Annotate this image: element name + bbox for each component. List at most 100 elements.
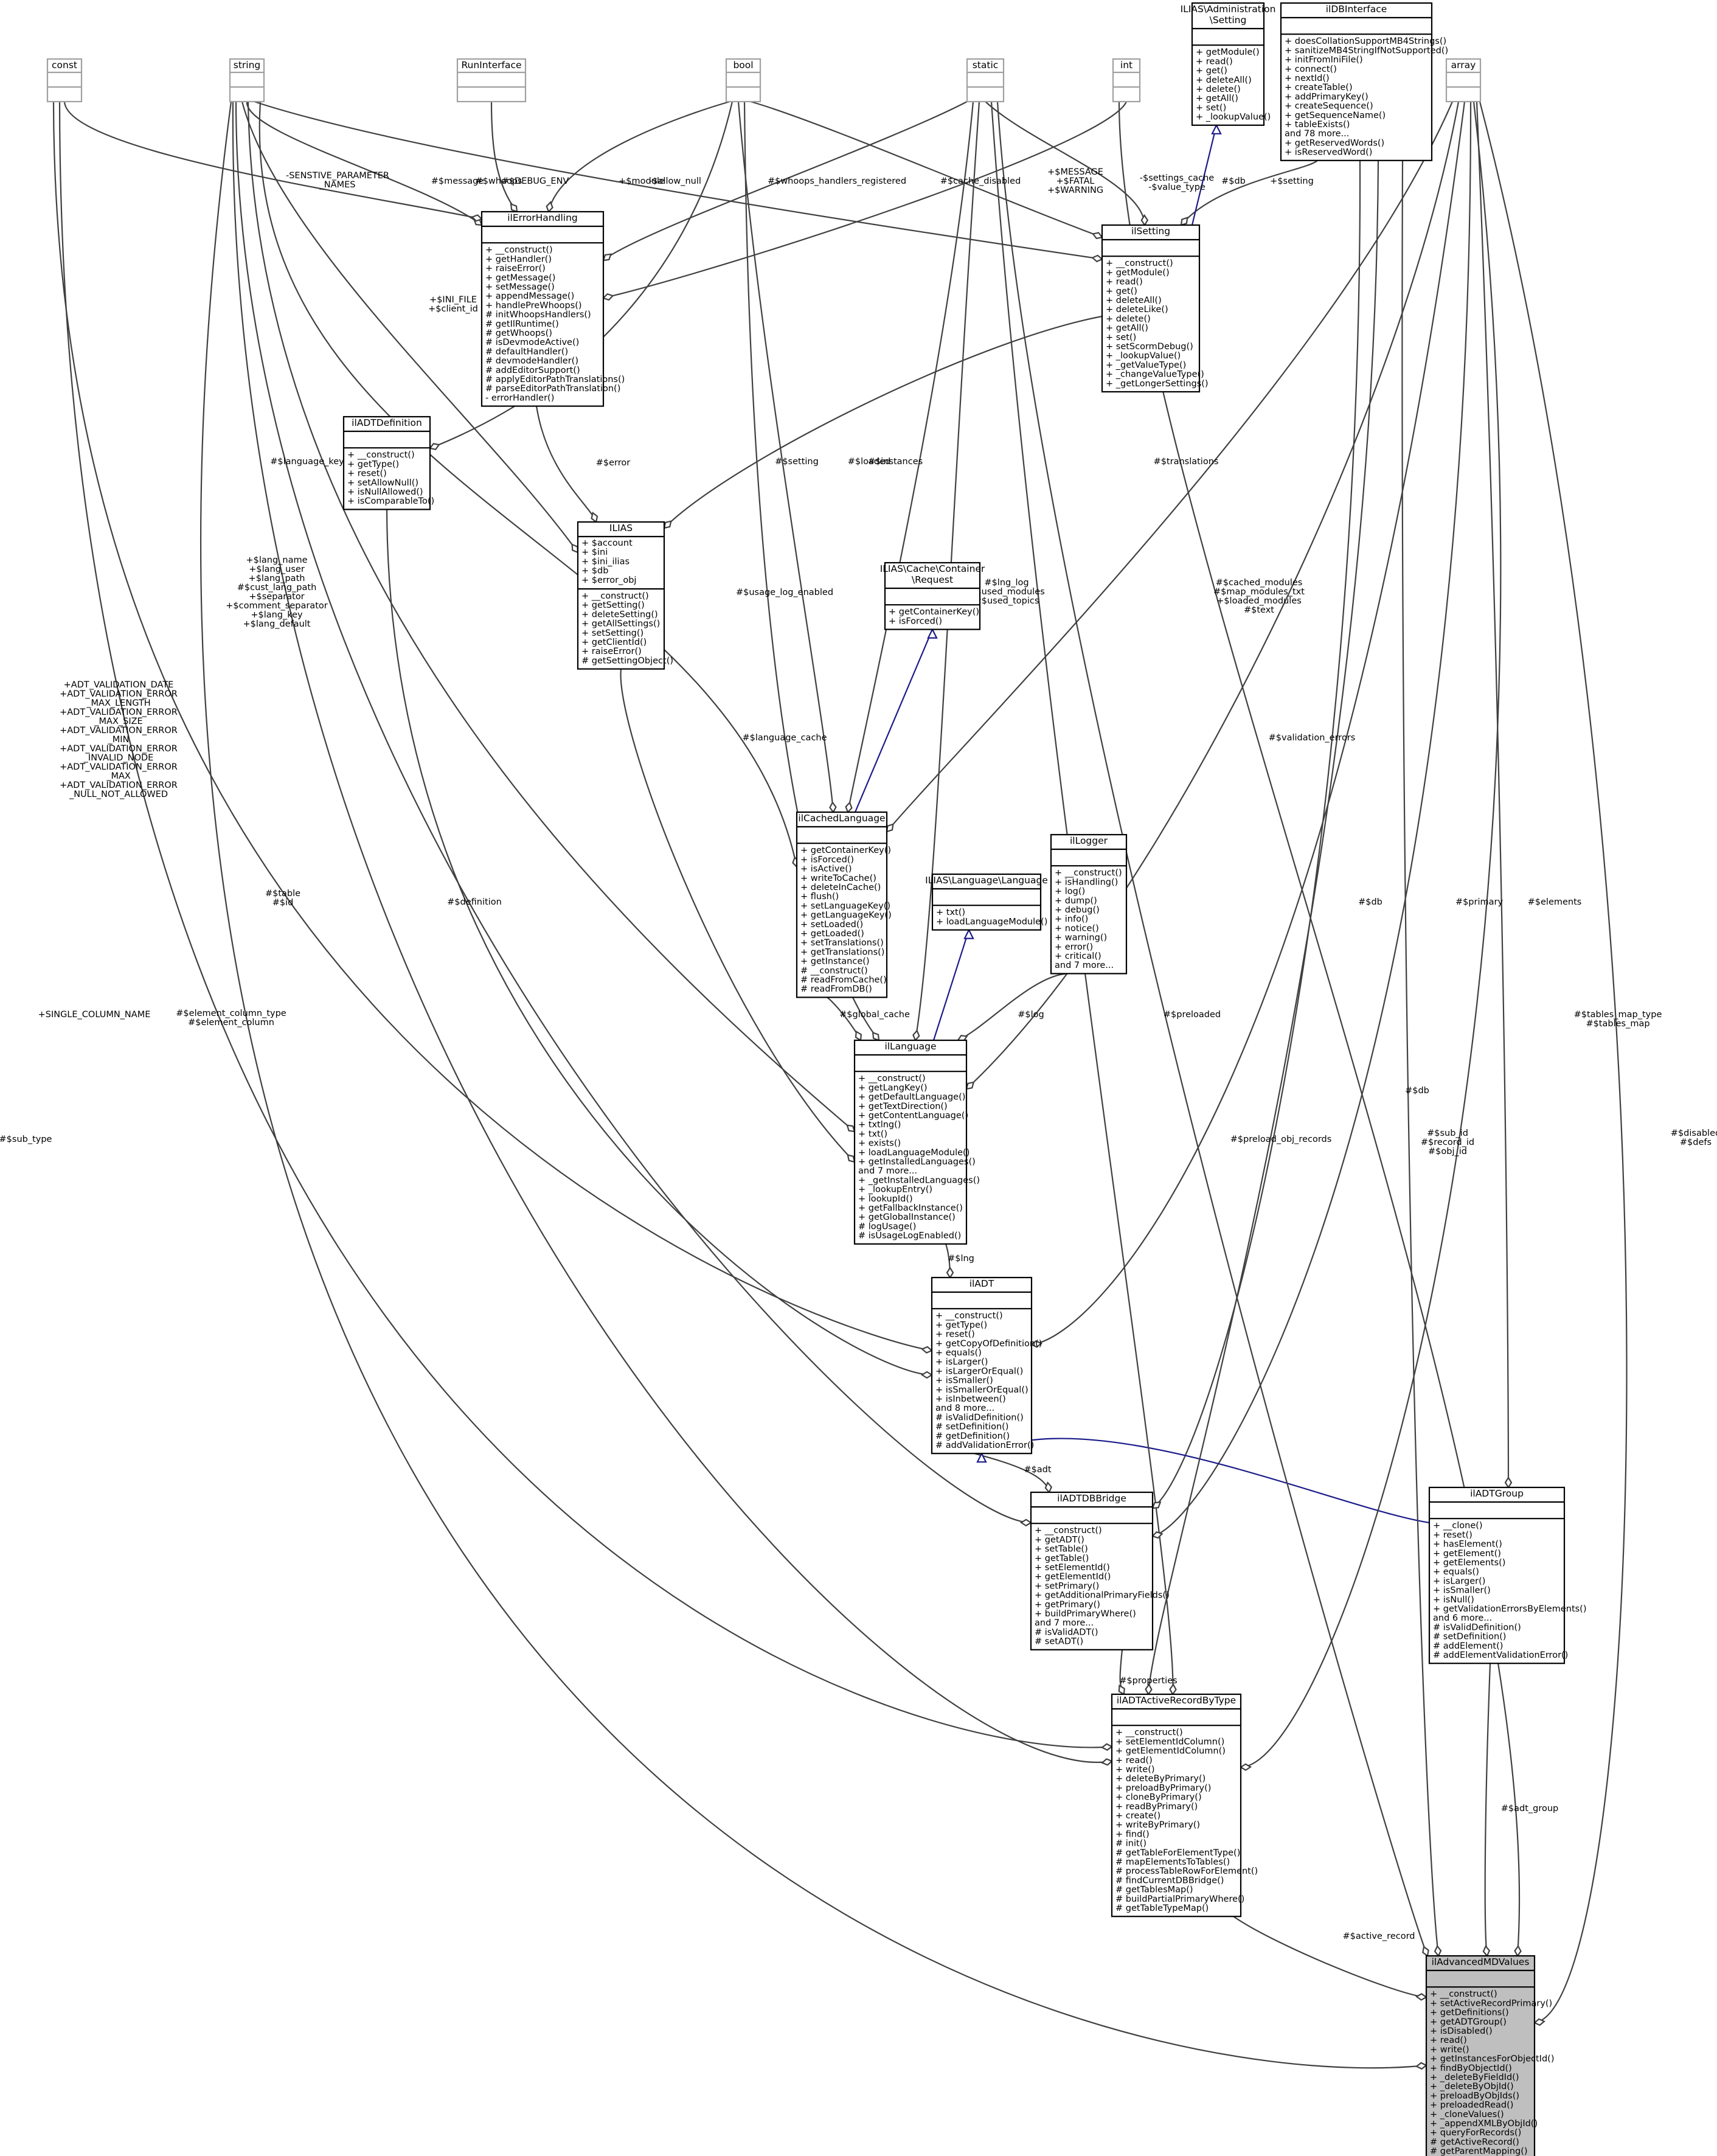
edge-label-line: #$elements xyxy=(1528,897,1582,907)
edge-label-line: _MAX xyxy=(106,771,131,781)
edge-label: #$element_column_type#$element_column xyxy=(176,1009,286,1028)
class-method: + cloneByPrimary() xyxy=(1115,1793,1202,1803)
edge-label: #$sub_id#$record_id#$obj_id xyxy=(1421,1128,1474,1156)
class-method: # initWhoopsHandlers() xyxy=(485,310,591,320)
inherit-arrow-language xyxy=(963,928,974,939)
class-node[interactable]: bool xyxy=(725,58,761,103)
edge-db-amd xyxy=(1401,160,1440,1956)
class-node[interactable]: ilADT+ __construct()+ getType()+ reset()… xyxy=(931,1276,1042,1455)
edge-label-line: #$lng_log xyxy=(984,578,1028,588)
class-box xyxy=(931,1276,1033,1455)
edge-const-adt xyxy=(52,101,932,1352)
class-method: + _deleteByObjId() xyxy=(1430,2082,1514,2092)
class-box xyxy=(1428,1486,1566,1664)
edge-label-line: +$client_id xyxy=(428,304,478,314)
edge-label-line: +$comment_separator xyxy=(226,601,327,611)
class-node[interactable]: const xyxy=(46,58,83,103)
class-node[interactable]: ILIAS\Administration\Setting+ getModule(… xyxy=(1181,2,1276,126)
edge-group-amd xyxy=(1484,1663,1491,1956)
class-method: + nextId() xyxy=(1285,74,1330,83)
edge-int-errorhandling xyxy=(603,101,1128,299)
class-method: + setAllowNull() xyxy=(347,478,418,488)
class-method: + getElementIdColumn() xyxy=(1115,1747,1226,1756)
class-node[interactable]: ilCachedLanguage+ getContainerKey()+ isF… xyxy=(796,811,892,998)
class-method: + isLarger() xyxy=(935,1357,988,1367)
edge-label: +$INI_FILE+$client_id xyxy=(428,295,478,314)
class-node[interactable]: ilErrorHandling+ __construct()+ getHandl… xyxy=(480,210,625,407)
class-method: + getLoaded() xyxy=(800,929,864,939)
class-node[interactable]: static xyxy=(966,58,1005,103)
class-method: + _cloneValues() xyxy=(1430,2110,1504,2119)
edge-label: #$lng xyxy=(948,1254,974,1264)
class-method: + isNull() xyxy=(1433,1595,1474,1605)
edge-label: #$usage_log_enabled xyxy=(736,588,833,597)
edge-label-line: #$properties xyxy=(1119,1676,1177,1686)
edge-lang-adt-diamond xyxy=(946,1266,954,1279)
class-box xyxy=(1445,58,1482,103)
edge-label: #$global_cache xyxy=(839,1010,910,1020)
edge-label: +ADT_VALIDATION_DATE+ADT_VALIDATION_ERRO… xyxy=(60,680,178,799)
edge-label-line: #$cache_disabled xyxy=(940,176,1021,186)
edge-label-line: #$obj_id xyxy=(1428,1147,1467,1156)
edge-label-line: #$preloaded xyxy=(1164,1010,1221,1020)
class-node[interactable]: RunInterface xyxy=(456,58,527,103)
edge-label-line: #$db xyxy=(1405,1086,1429,1096)
class-box xyxy=(229,58,265,103)
class-method: + doesCollationSupportMB4Strings() xyxy=(1285,37,1446,46)
class-name: ilADTGroup xyxy=(1470,1488,1524,1499)
class-method: # getTableForElementType() xyxy=(1115,1848,1240,1858)
class-node[interactable]: ilSetting+ __construct()+ getModule()+ r… xyxy=(1101,224,1209,393)
class-method: and 78 more... xyxy=(1285,129,1349,139)
class-method: + handlePreWhoops() xyxy=(485,301,582,310)
edge-label: #$cache_disabled xyxy=(940,176,1021,186)
class-node[interactable]: ilADTGroup+ __clone()+ reset()+ hasEleme… xyxy=(1428,1486,1587,1664)
edge-static-lang-diamond xyxy=(912,1029,920,1042)
class-name: \Setting xyxy=(1210,15,1247,26)
edge-err-ilias xyxy=(535,406,597,523)
class-method: + getType() xyxy=(935,1320,987,1330)
edge-static-amd-diamond xyxy=(1422,1946,1429,1957)
class-box xyxy=(342,416,431,510)
class-node[interactable]: ilDBInterface+ doesCollationSupportMB4St… xyxy=(1280,2,1448,161)
edge-label-line: #$message xyxy=(431,176,484,186)
class-method: + getInstalledLanguages() xyxy=(858,1157,976,1167)
inherit-arrow-adt xyxy=(976,1452,987,1463)
class-method: and 6 more... xyxy=(1433,1613,1492,1623)
class-method: + deleteAll() xyxy=(1106,296,1162,305)
class-method: # getTablesMap() xyxy=(1115,1885,1193,1895)
edge-run-errorhandling-diamond xyxy=(510,203,518,213)
class-node[interactable]: ilLogger+ __construct()+ isHandling()+ l… xyxy=(1050,833,1128,975)
class-node[interactable]: ilADTDefinition+ __construct()+ getType(… xyxy=(342,416,434,510)
class-method: + getAdditionalPrimaryFields() xyxy=(1035,1591,1170,1601)
edge-bool-cache xyxy=(737,101,834,813)
class-node[interactable]: ilADTDBBridge+ __construct()+ getADT()+ … xyxy=(1030,1491,1170,1650)
class-method: # getIlRuntime() xyxy=(485,319,559,329)
class-node[interactable]: ILIAS+ $account+ $ini+ $ini_ilias+ $db+ … xyxy=(577,521,673,670)
edge-label-line: #$usage_log_enabled xyxy=(736,588,833,597)
class-method: # setDefinition() xyxy=(1433,1632,1506,1642)
class-node[interactable]: string xyxy=(229,58,265,103)
class-node[interactable]: ilADTActiveRecordByType+ __construct()+ … xyxy=(1111,1693,1258,1918)
edges-layer xyxy=(52,100,1628,2070)
class-node[interactable]: ilAdvancedMDValues+ __construct()+ setAc… xyxy=(1425,1955,1554,2156)
class-attribute: + $ini xyxy=(581,548,608,557)
edge-array-bridge-diamond xyxy=(1151,1531,1164,1539)
edge-db-bridge-diamond xyxy=(1151,1501,1162,1509)
class-name: ilADTDBBridge xyxy=(1057,1493,1126,1504)
class-node[interactable]: array xyxy=(1445,58,1482,103)
class-node[interactable]: ILIAS\Language\Language+ txt()+ loadLang… xyxy=(925,873,1048,931)
edge-label: +SINGLE_COLUMN_NAME xyxy=(38,1010,151,1020)
edge-logger-lang xyxy=(957,973,1070,1041)
class-attribute: + $error_obj xyxy=(581,576,636,585)
class-method: + setElementIdColumn() xyxy=(1115,1737,1224,1747)
class-node[interactable]: ILIAS\Cache\Container\Request+ getContai… xyxy=(880,562,985,630)
edge-label-line: #$used_topics xyxy=(974,596,1039,606)
edge-static-errorhandling-diamond xyxy=(602,253,612,262)
class-method: + isNullAllowed() xyxy=(347,487,423,497)
class-node[interactable]: int xyxy=(1112,58,1141,103)
class-node[interactable]: ilLanguage+ __construct()+ getLangKey()+… xyxy=(853,1039,980,1245)
class-method: # getSettingObject() xyxy=(581,656,673,666)
edge-run-errorhandling xyxy=(490,101,518,212)
edge-db-bridge xyxy=(1152,160,1361,1509)
